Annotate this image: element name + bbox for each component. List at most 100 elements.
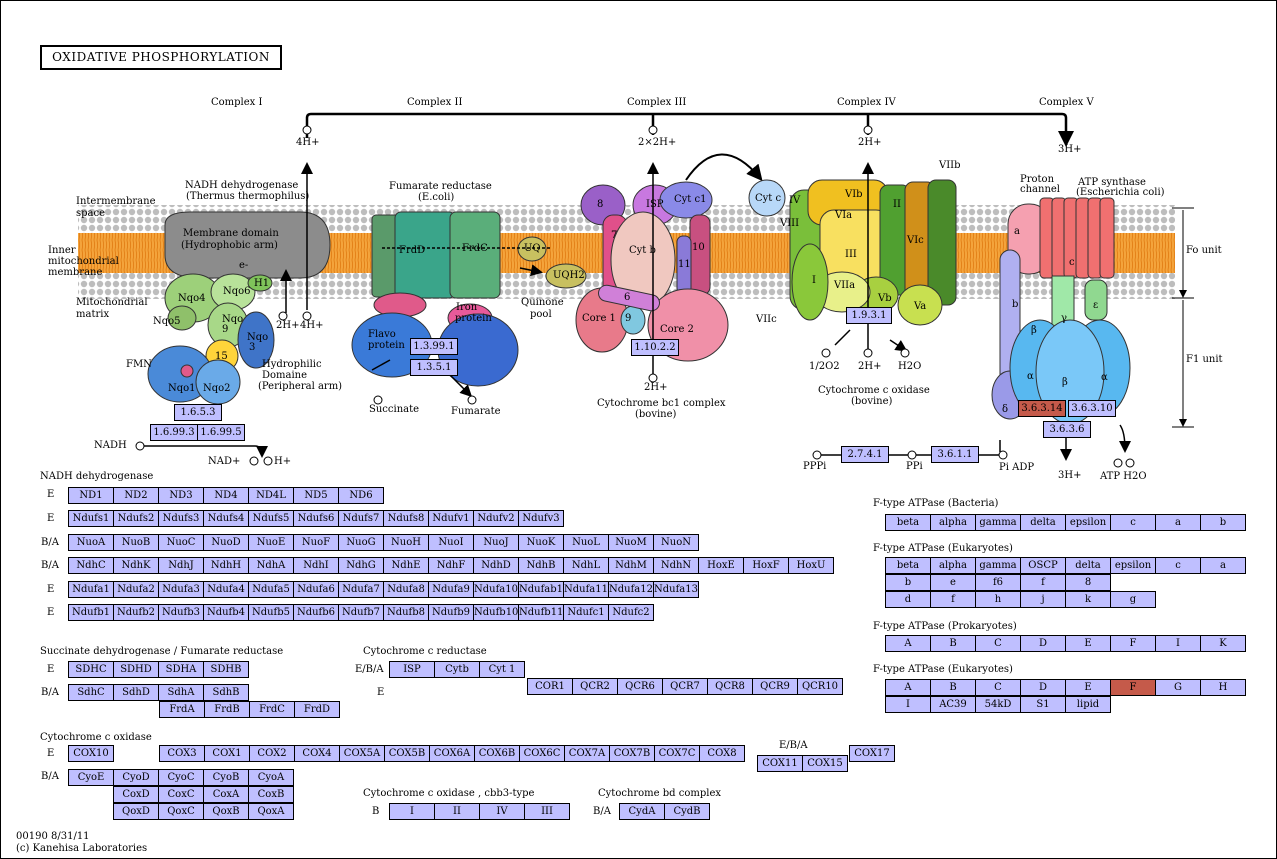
gene-ndhf[interactable]: NdhF bbox=[428, 557, 474, 574]
gene-nuoa[interactable]: NuoA bbox=[68, 534, 114, 551]
gene-nd2[interactable]: ND2 bbox=[113, 487, 159, 504]
gene-sdhc[interactable]: SdhC bbox=[68, 684, 114, 701]
gene-nd3[interactable]: ND3 bbox=[158, 487, 204, 504]
gene-ndufa10[interactable]: Ndufa10 bbox=[473, 581, 519, 598]
gene-c[interactable]: c bbox=[1155, 557, 1201, 574]
gene-ndufa8[interactable]: Ndufa8 bbox=[383, 581, 429, 598]
gene-f[interactable]: F bbox=[1110, 679, 1156, 696]
gene-e[interactable]: E bbox=[1065, 679, 1111, 696]
gene-cox6c[interactable]: COX6C bbox=[519, 745, 565, 762]
gene-nd4[interactable]: ND4 bbox=[203, 487, 249, 504]
gene-ndufc2[interactable]: Ndufc2 bbox=[608, 604, 654, 621]
gene-s1[interactable]: S1 bbox=[1020, 696, 1066, 713]
gene-nuod[interactable]: NuoD bbox=[203, 534, 249, 551]
gene-ndufv2[interactable]: Ndufv2 bbox=[473, 510, 519, 527]
gene-b[interactable]: b bbox=[1200, 514, 1246, 531]
gene-nuom[interactable]: NuoM bbox=[608, 534, 654, 551]
gene-cox6b[interactable]: COX6B bbox=[474, 745, 520, 762]
gene-8[interactable]: 8 bbox=[1065, 574, 1111, 591]
gene-e[interactable]: e bbox=[930, 574, 976, 591]
gene-ndufa3[interactable]: Ndufa3 bbox=[158, 581, 204, 598]
gene-ndufa5[interactable]: Ndufa5 bbox=[248, 581, 294, 598]
gene-qcr2[interactable]: QCR2 bbox=[572, 678, 618, 695]
ec-1.3.5.1[interactable]: 1.3.5.1 bbox=[410, 359, 458, 376]
gene-hoxe[interactable]: HoxE bbox=[698, 557, 744, 574]
gene-cox7b[interactable]: COX7B bbox=[609, 745, 655, 762]
gene-j[interactable]: j bbox=[1020, 591, 1066, 608]
gene-iv[interactable]: IV bbox=[479, 803, 525, 820]
gene-lipid[interactable]: lipid bbox=[1065, 696, 1111, 713]
gene-c[interactable]: C bbox=[975, 679, 1021, 696]
gene-sdhb[interactable]: SdhB bbox=[203, 684, 249, 701]
ec-1.9.3.1[interactable]: 1.9.3.1 bbox=[846, 307, 892, 324]
gene-ndhk[interactable]: NdhK bbox=[113, 557, 159, 574]
gene-qcr10[interactable]: QCR10 bbox=[797, 678, 843, 695]
gene-cyt-1[interactable]: Cyt 1 bbox=[479, 661, 525, 678]
gene-a[interactable]: A bbox=[885, 635, 931, 652]
gene-ndhl[interactable]: NdhL bbox=[563, 557, 609, 574]
gene-cyoe[interactable]: CyoE bbox=[68, 769, 114, 786]
gene-ndufv1[interactable]: Ndufv1 bbox=[428, 510, 474, 527]
gene-qcr6[interactable]: QCR6 bbox=[617, 678, 663, 695]
gene-cydb[interactable]: CydB bbox=[664, 803, 710, 820]
gene-frdc[interactable]: FrdC bbox=[249, 701, 295, 718]
gene-nd6[interactable]: ND6 bbox=[338, 487, 384, 504]
gene-f[interactable]: f bbox=[1020, 574, 1066, 591]
gene-ndufa12[interactable]: Ndufa12 bbox=[608, 581, 654, 598]
gene-a[interactable]: a bbox=[1155, 514, 1201, 531]
gene-ndufab1[interactable]: Ndufab1 bbox=[518, 581, 564, 598]
gene-ndufb9[interactable]: Ndufb9 bbox=[428, 604, 474, 621]
gene-coxa[interactable]: CoxA bbox=[203, 786, 249, 803]
gene-nuob[interactable]: NuoB bbox=[113, 534, 159, 551]
gene-hoxu[interactable]: HoxU bbox=[788, 557, 834, 574]
gene-coxb[interactable]: CoxB bbox=[248, 786, 294, 803]
gene-ndufa11[interactable]: Ndufa11 bbox=[563, 581, 609, 598]
gene-cox1[interactable]: COX1 bbox=[204, 745, 250, 762]
gene-qoxb[interactable]: QoxB bbox=[203, 803, 249, 820]
gene-qcr8[interactable]: QCR8 bbox=[707, 678, 753, 695]
gene-ndhe[interactable]: NdhE bbox=[383, 557, 429, 574]
gene-ndufb11[interactable]: Ndufb11 bbox=[518, 604, 564, 621]
gene-k[interactable]: K bbox=[1200, 635, 1246, 652]
gene-cyda[interactable]: CydA bbox=[619, 803, 665, 820]
gene-qoxd[interactable]: QoxD bbox=[113, 803, 159, 820]
gene-ndha[interactable]: NdhA bbox=[248, 557, 294, 574]
gene-nuok[interactable]: NuoK bbox=[518, 534, 564, 551]
gene-ndufb1[interactable]: Ndufb1 bbox=[68, 604, 114, 621]
gene-nuoh[interactable]: NuoH bbox=[383, 534, 429, 551]
gene-ndufb4[interactable]: Ndufb4 bbox=[203, 604, 249, 621]
gene-h[interactable]: H bbox=[1200, 679, 1246, 696]
ec-3.6.3.6[interactable]: 3.6.3.6 bbox=[1043, 421, 1091, 438]
gene-qcr9[interactable]: QCR9 bbox=[752, 678, 798, 695]
gene-i[interactable]: I bbox=[389, 803, 435, 820]
ec-1.6.99.5[interactable]: 1.6.99.5 bbox=[197, 424, 245, 441]
gene-cyoc[interactable]: CyoC bbox=[158, 769, 204, 786]
gene-ndufs1[interactable]: Ndufs1 bbox=[68, 510, 114, 527]
gene-cytb[interactable]: Cytb bbox=[434, 661, 480, 678]
gene-nuoj[interactable]: NuoJ bbox=[473, 534, 519, 551]
gene-ndhj[interactable]: NdhJ bbox=[158, 557, 204, 574]
gene-cyoa[interactable]: CyoA bbox=[248, 769, 294, 786]
gene-e[interactable]: E bbox=[1065, 635, 1111, 652]
gene-epsilon[interactable]: epsilon bbox=[1065, 514, 1111, 531]
gene-frdb[interactable]: FrdB bbox=[204, 701, 250, 718]
gene-cor1[interactable]: COR1 bbox=[527, 678, 573, 695]
gene-hoxf[interactable]: HoxF bbox=[743, 557, 789, 574]
gene-ndhg[interactable]: NdhG bbox=[338, 557, 384, 574]
gene-ndufb2[interactable]: Ndufb2 bbox=[113, 604, 159, 621]
gene-isp[interactable]: ISP bbox=[389, 661, 435, 678]
gene-ndufb10[interactable]: Ndufb10 bbox=[473, 604, 519, 621]
gene-nuol[interactable]: NuoL bbox=[563, 534, 609, 551]
gene-epsilon[interactable]: epsilon bbox=[1110, 557, 1156, 574]
gene-ndufa4[interactable]: Ndufa4 bbox=[203, 581, 249, 598]
gene-delta[interactable]: delta bbox=[1065, 557, 1111, 574]
gene-cox4[interactable]: COX4 bbox=[294, 745, 340, 762]
ec-1.6.99.3[interactable]: 1.6.99.3 bbox=[150, 424, 198, 441]
gene-ndufs4[interactable]: Ndufs4 bbox=[203, 510, 249, 527]
gene-ndufs2[interactable]: Ndufs2 bbox=[113, 510, 159, 527]
gene-ndhd[interactable]: NdhD bbox=[473, 557, 519, 574]
gene-ac39[interactable]: AC39 bbox=[930, 696, 976, 713]
gene-sdhd[interactable]: SdhD bbox=[113, 684, 159, 701]
gene-ndufa1[interactable]: Ndufa1 bbox=[68, 581, 114, 598]
ec-1.3.99.1[interactable]: 1.3.99.1 bbox=[410, 338, 458, 355]
